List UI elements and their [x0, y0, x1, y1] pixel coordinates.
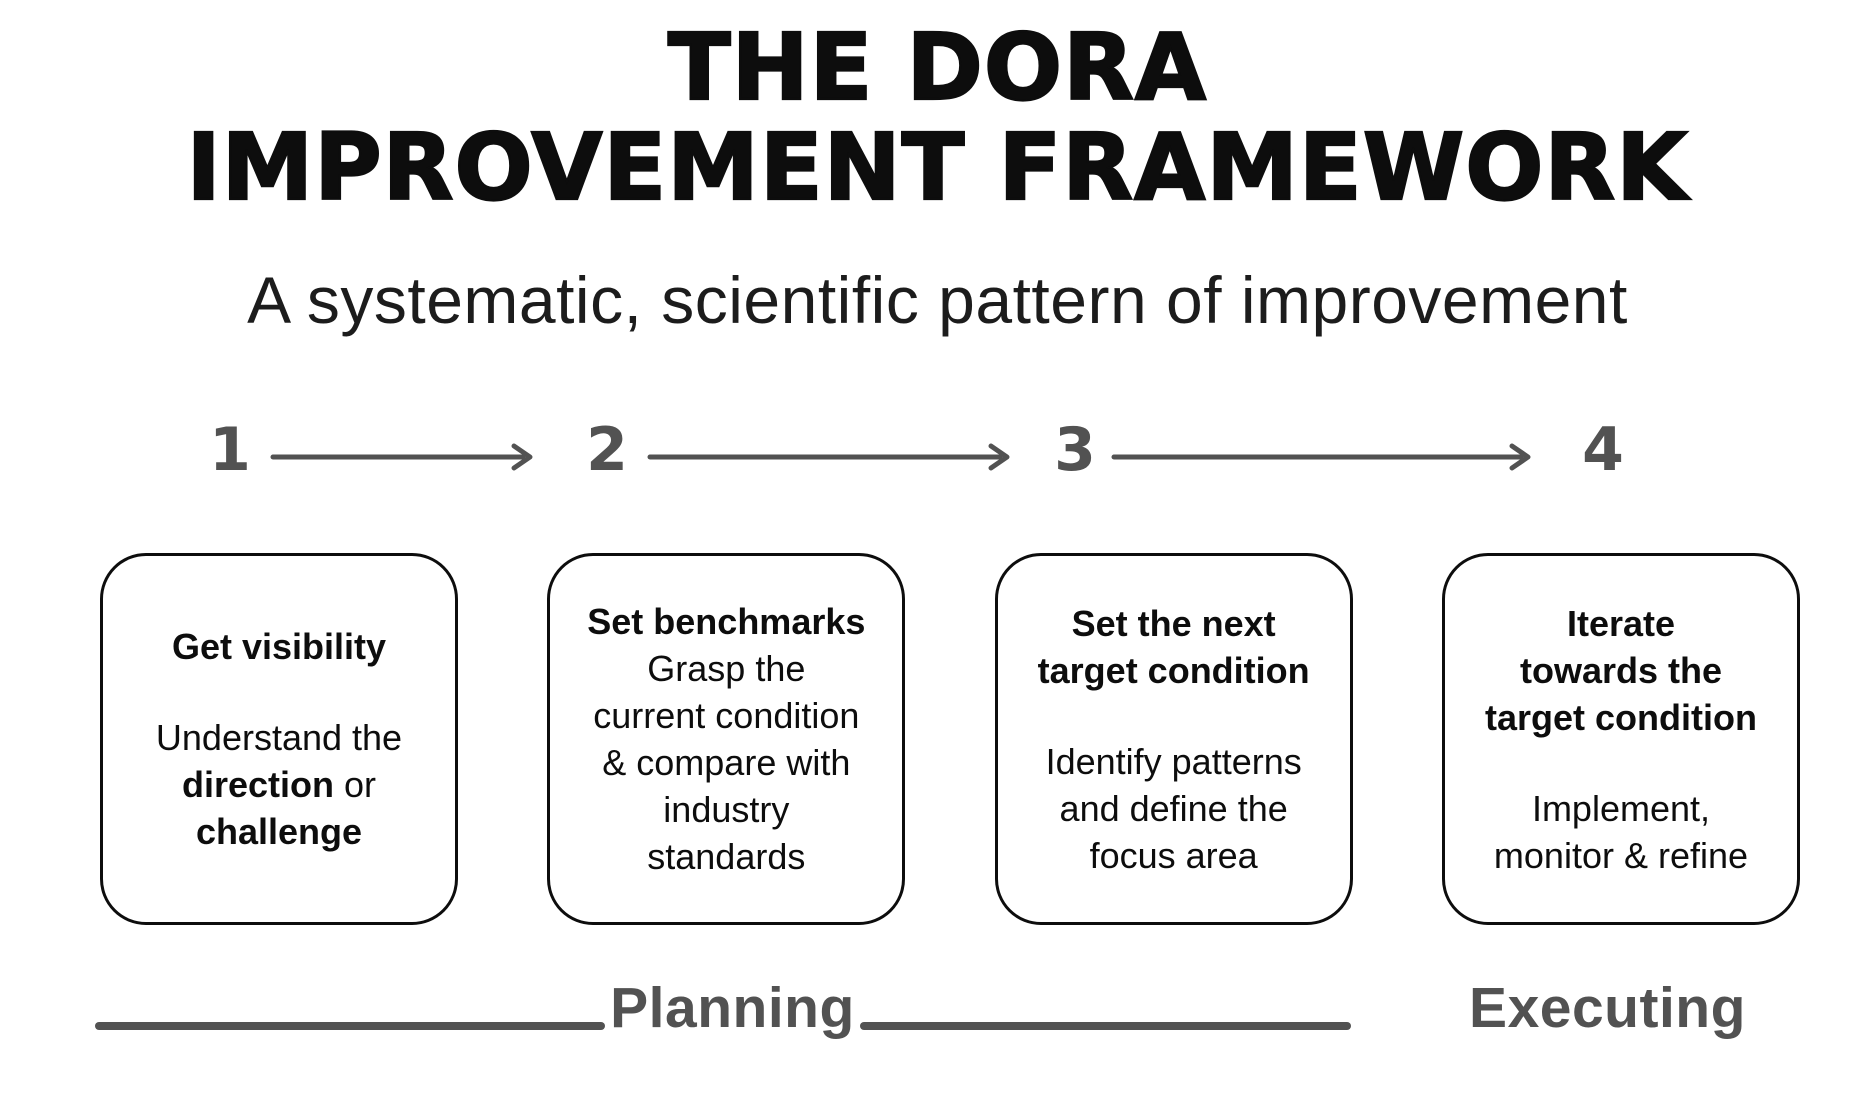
planning-bracket-line-right — [860, 1022, 1351, 1030]
card-heading: Get visibility — [171, 626, 387, 667]
arrow-right-icon — [1111, 439, 1533, 475]
executing-label: Executing — [1469, 976, 1746, 1040]
step-number-4: 4 — [1582, 415, 1624, 485]
arrow-right-icon — [270, 439, 535, 475]
subtitle: A systematic, scientific pattern of impr… — [247, 263, 1628, 337]
title-line-2: IMPROVEMENT FRAMEWORK — [185, 114, 1689, 221]
step-number-1: 1 — [209, 415, 251, 485]
card-body: Implement,monitor & refine — [1493, 787, 1749, 876]
card-heading: Set benchmarks — [587, 601, 866, 642]
planning-bracket-line-left — [95, 1022, 605, 1030]
title-line-1: THE DORA — [667, 14, 1208, 121]
step-number-2: 2 — [586, 415, 628, 485]
planning-label: Planning — [610, 976, 855, 1040]
step-number-3: 3 — [1054, 415, 1096, 485]
arrow-right-icon — [647, 439, 1012, 475]
